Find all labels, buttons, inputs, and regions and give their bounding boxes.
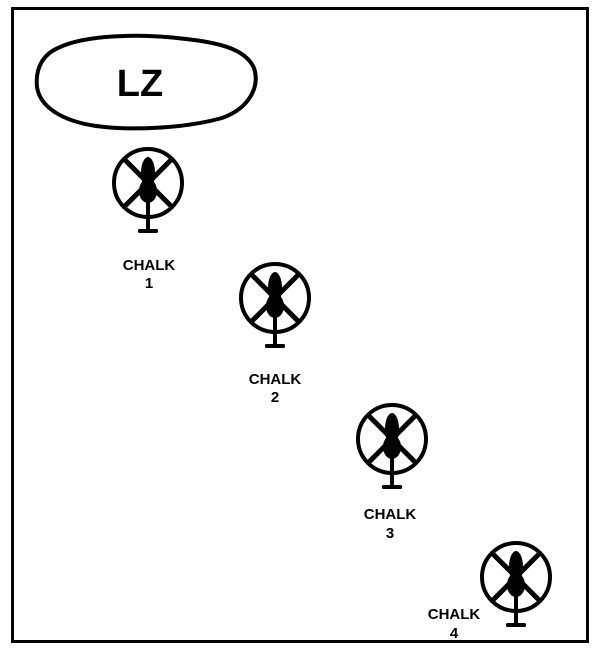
landing-zone-label: LZ [117,63,163,105]
chalk-3-number: 3 [386,525,394,542]
helicopter-icon [114,149,182,233]
chalk-2: CHALK 2 [241,264,309,406]
landing-zone: LZ [34,33,258,131]
chalk-2-number: 2 [271,389,279,406]
chalk-1-label: CHALK [123,257,176,274]
chalk-4-label: CHALK [428,606,481,623]
helicopter-icon [482,543,550,627]
chalk-4-number: 4 [450,625,459,642]
chalk-4: CHALK 4 [428,543,550,642]
chalk-3: CHALK 3 [358,405,426,542]
helicopter-icon [358,405,426,489]
chalk-3-label: CHALK [364,506,417,523]
landing-zone-outline [34,33,258,131]
chalk-1-number: 1 [145,275,153,292]
chalk-2-label: CHALK [249,371,302,388]
chalk-1: CHALK 1 [114,149,182,292]
helicopter-icon [241,264,309,348]
